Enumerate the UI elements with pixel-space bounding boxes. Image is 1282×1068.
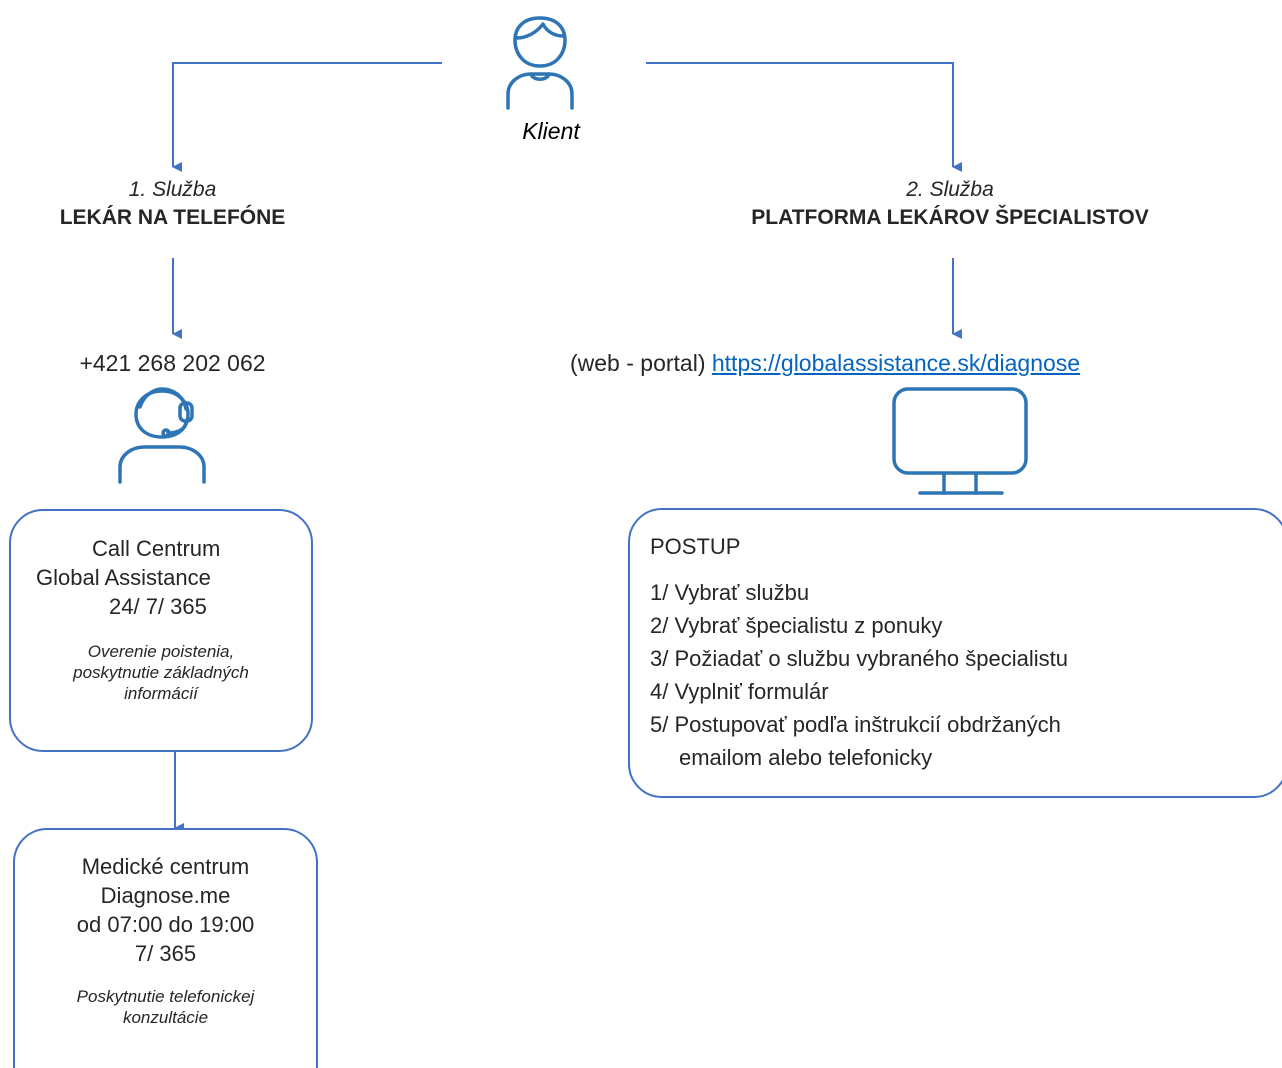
medical-center-hours: od 07:00 do 19:00 bbox=[76, 912, 255, 937]
headset-agent-icon bbox=[118, 387, 206, 484]
person-icon bbox=[506, 16, 574, 110]
service1-number: 1. Služba bbox=[128, 178, 217, 201]
client-label: Klient bbox=[522, 118, 580, 144]
procedure-title: POSTUP bbox=[650, 534, 741, 559]
service2-heading: 2. Služba PLATFORMA LEKÁROV ŠPECIALISTOV bbox=[660, 178, 1240, 230]
procedure-steps: 1/ Vybrať službu 2/ Vybrať špecialistu z… bbox=[650, 576, 1068, 774]
call-center-title: Call Centrum bbox=[92, 536, 221, 561]
arrow-client-to-service1 bbox=[172, 62, 442, 172]
call-center-note: Overenie poistenia, poskytnutie základný… bbox=[9, 641, 313, 704]
service1-name: LEKÁR NA TELEFÓNE bbox=[59, 206, 286, 229]
procedure-step: 3/ Požiadať o službu vybraného špecialis… bbox=[650, 646, 1068, 671]
procedure-step: 2/ Vybrať špecialistu z ponuky bbox=[650, 613, 943, 638]
medical-center-box bbox=[13, 828, 318, 1068]
medical-center-days: 7/ 365 bbox=[134, 941, 197, 966]
call-center-note-line: poskytnutie základných bbox=[73, 663, 249, 682]
web-portal-link[interactable]: https://globalassistance.sk/diagnose bbox=[711, 350, 1081, 376]
phone-number: +421 268 202 062 bbox=[79, 350, 266, 376]
call-center-box bbox=[9, 509, 313, 752]
monitor-icon bbox=[892, 387, 1028, 495]
medical-center-title: Medické centrum bbox=[81, 854, 250, 879]
medical-center-note: Poskytnutie telefonickej konzultácie bbox=[13, 986, 318, 1028]
procedure-box bbox=[628, 508, 1282, 798]
procedure-step-continuation: emailom alebo telefonicky bbox=[679, 745, 933, 770]
procedure-step: 5/ Postupovať podľa inštrukcií obdržanýc… bbox=[650, 712, 1061, 737]
web-portal-line: (web - portal) https://globalassistance.… bbox=[570, 350, 1282, 377]
service2-name: PLATFORMA LEKÁROV ŠPECIALISTOV bbox=[751, 206, 1149, 229]
medical-center-subtitle: Diagnose.me bbox=[100, 883, 231, 908]
call-center-subtitle: Global Assistance bbox=[36, 565, 211, 590]
medical-center-note-line: konzultácie bbox=[122, 1008, 209, 1027]
procedure-step: 4/ Vyplniť formulár bbox=[650, 679, 829, 704]
call-center-hours: 24/ 7/ 365 bbox=[109, 594, 207, 619]
call-center-note-line: informácií bbox=[124, 684, 198, 703]
medical-center-note-line: Poskytnutie telefonickej bbox=[76, 987, 255, 1006]
web-portal-prefix: (web - portal) bbox=[570, 350, 706, 376]
service1-heading: 1. Služba LEKÁR NA TELEFÓNE bbox=[10, 178, 335, 230]
call-center-note-line: Overenie poistenia, bbox=[87, 642, 235, 661]
procedure-step: 1/ Vybrať službu bbox=[650, 580, 810, 605]
arrow-client-to-service2 bbox=[646, 62, 962, 172]
medical-center-content: Medické centrum Diagnose.me od 07:00 do … bbox=[13, 852, 318, 1028]
service2-number: 2. Služba bbox=[906, 178, 994, 201]
call-center-content: Call Centrum Global Assistance 24/ 7/ 36… bbox=[9, 534, 313, 704]
